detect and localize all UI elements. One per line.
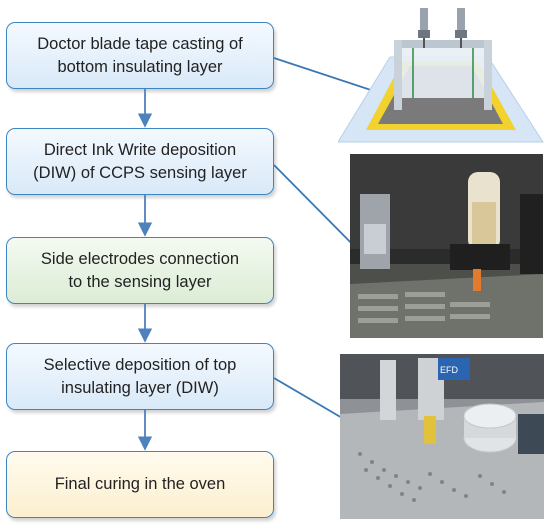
- diw-printer-photo: [350, 154, 543, 338]
- step-side-electrodes: Side electrodes connection to the sensin…: [6, 237, 274, 304]
- step-top-insulating: Selective deposition of top insulating l…: [6, 343, 274, 410]
- step-final-curing-label: Final curing in the oven: [54, 475, 226, 494]
- step-diw-sensing: Direct Ink Write deposition (DIW) of CCP…: [6, 128, 274, 195]
- doctor-blade-illustration: [338, 8, 544, 143]
- printer-sticker-label: EFD: [440, 365, 459, 375]
- step-final-curing: Final curing in the oven: [6, 451, 274, 518]
- top-layer-diw-photo: EFD: [340, 354, 544, 519]
- step-top-insulating-label: Selective deposition of top insulating l…: [43, 356, 237, 397]
- step-tape-casting: Doctor blade tape casting of bottom insu…: [6, 22, 274, 89]
- step-side-electrodes-label: Side electrodes connection to the sensin…: [40, 250, 240, 291]
- step-tape-casting-label: Doctor blade tape casting of bottom insu…: [37, 35, 243, 76]
- step-diw-sensing-label: Direct Ink Write deposition (DIW) of CCP…: [33, 141, 247, 182]
